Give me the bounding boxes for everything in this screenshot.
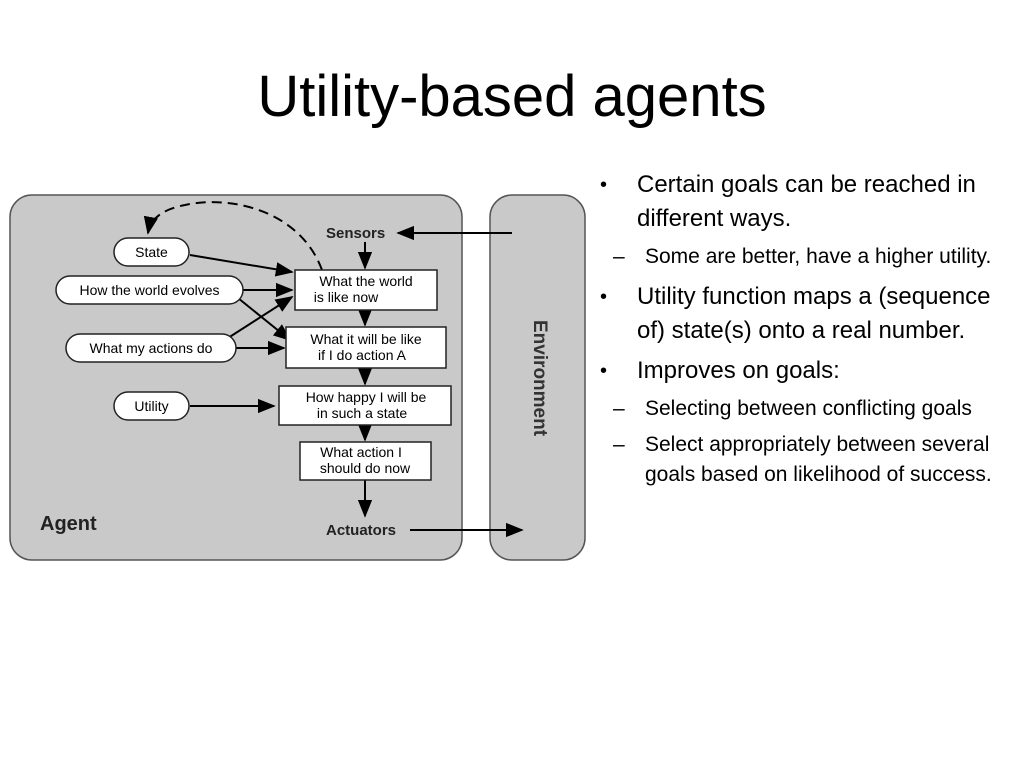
- utility-agent-diagram: Environment Agent Sensors Actuators Stat…: [9, 194, 586, 561]
- happy-box-line2: in such a state: [317, 405, 407, 421]
- state-to-world-arrow: [189, 254, 294, 277]
- sub-bullet-marker: –: [613, 397, 625, 420]
- actions-to-world-arrow: [227, 296, 294, 339]
- sub-bullet-marker: –: [613, 245, 625, 268]
- sub-bullet-text: Some are better, have a higher utility.: [645, 245, 992, 268]
- bullet-text: Improves on goals:: [637, 357, 840, 384]
- actions-do-oval-label: What my actions do: [90, 340, 213, 356]
- state-oval: [113, 237, 190, 267]
- action-box-line1: What action I: [320, 444, 402, 460]
- bullet-text: Certain goals can be reached in differen…: [637, 171, 976, 232]
- will-be-box: [285, 326, 447, 369]
- bullet-text: Utility function maps a (sequence of) st…: [637, 283, 991, 344]
- sub-list: – Some are better, have a higher utility…: [600, 242, 1010, 272]
- state-feedback-arrow: [143, 201, 323, 271]
- evolves-to-willbe-arrow: [237, 297, 292, 342]
- agent-label: Agent: [40, 513, 97, 535]
- world-now-box-line1: What the world: [319, 273, 412, 289]
- will-be-box-line1: What it will be like: [310, 331, 421, 347]
- actions-do-oval: [65, 333, 237, 363]
- sub-bullet-item: – Some are better, have a higher utility…: [600, 242, 1010, 272]
- sub-list: – Selecting between conflicting goals – …: [600, 394, 1010, 490]
- slide-title: Utility-based agents: [257, 64, 767, 129]
- bullet-item: • Improves on goals:: [600, 354, 1010, 388]
- world-evolves-oval: [55, 275, 244, 305]
- action-box-line2: should do now: [320, 460, 411, 476]
- bullet-marker: •: [600, 286, 608, 308]
- world-now-box-line2: is like now: [314, 289, 379, 305]
- bullet-item: • Utility function maps a (sequence of) …: [600, 280, 1010, 348]
- world-now-box: [294, 269, 438, 311]
- sub-bullet-item: – Select appropriately between several g…: [600, 430, 1010, 490]
- bullet-marker: •: [600, 360, 608, 382]
- utility-oval-label: Utility: [134, 398, 168, 414]
- state-oval-label: State: [135, 244, 168, 260]
- utility-oval: [113, 391, 190, 421]
- will-be-box-line2: if I do action A: [318, 347, 407, 363]
- sub-bullet-text: Select appropriately between several goa…: [645, 433, 992, 486]
- world-evolves-oval-label: How the world evolves: [79, 282, 219, 298]
- agent-panel: [9, 194, 463, 561]
- environment-label: Environment: [529, 320, 550, 437]
- environment-panel: [489, 194, 586, 561]
- happy-box-line1: How happy I will be: [306, 389, 427, 405]
- bullet-item: • Certain goals can be reached in differ…: [600, 168, 1010, 236]
- sub-bullet-marker: –: [613, 433, 625, 456]
- sub-bullet-item: – Selecting between conflicting goals: [600, 394, 1010, 424]
- sub-bullet-text: Selecting between conflicting goals: [645, 397, 972, 420]
- bullet-list: • Certain goals can be reached in differ…: [600, 168, 1010, 498]
- bullet-marker: •: [600, 174, 608, 196]
- actuators-label: Actuators: [326, 522, 396, 539]
- sensors-label: Sensors: [326, 225, 385, 242]
- happy-box: [278, 385, 452, 426]
- action-box: [299, 441, 432, 481]
